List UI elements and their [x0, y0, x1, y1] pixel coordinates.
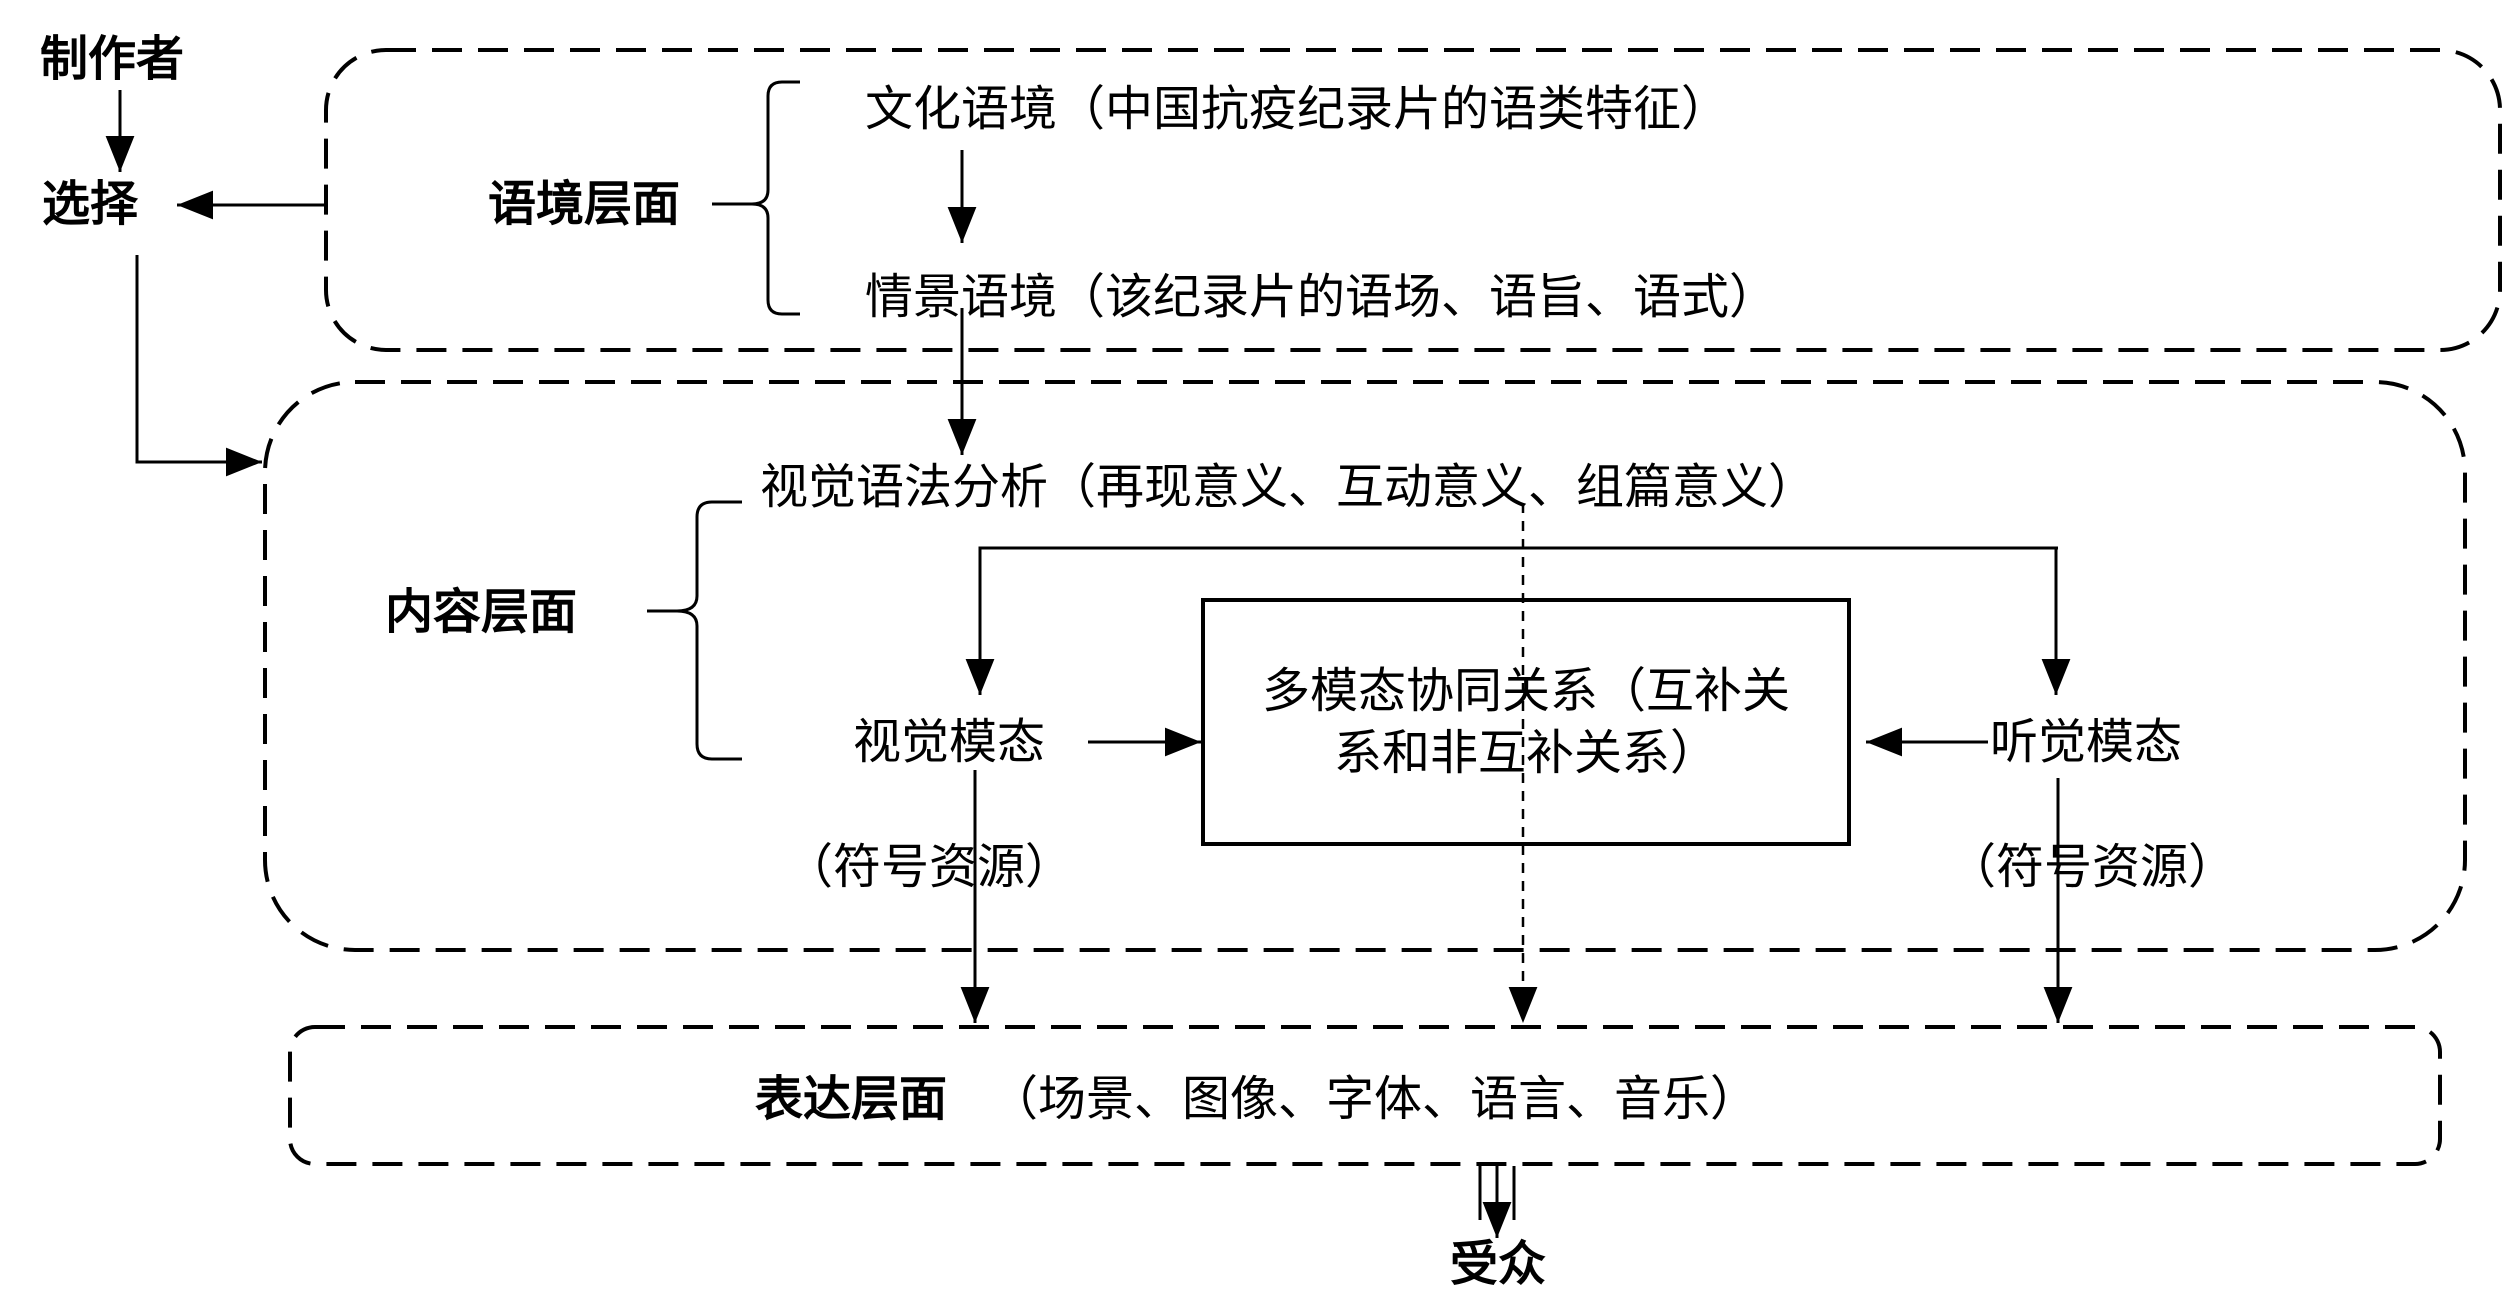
synergy-box-content: 多模态协同关系（互补关系和非互补关系） [1203, 600, 1849, 844]
context-layer-frame [324, 48, 2502, 352]
producer-label: 制作者 [40, 31, 185, 87]
situational-context-text: 情景语境（该纪录片的语场、语旨、语式） [865, 269, 1778, 325]
audience-label: 受众 [1450, 1236, 1547, 1292]
select-label: 选择 [42, 176, 139, 232]
content-layer-label: 内容层面 [385, 584, 578, 640]
arrow-select-to-content [135, 255, 262, 477]
expression-layer-label: 表达层面 [755, 1071, 948, 1127]
synergy-box [1201, 598, 1851, 846]
expression-layer-detail: （场景、图像、字体、语言、音乐） [990, 1071, 1759, 1127]
symbol-resource-left: （符号资源） [785, 839, 1074, 895]
visual-mode-label: 视觉模态 [853, 714, 1046, 770]
arrow-grammar-to-visual-mode [965, 546, 2058, 695]
cultural-context-text: 文化语境（中国抗疫纪录片的语类特征） [865, 81, 1730, 137]
visual-grammar-text: 视觉语法分析（再现意义、互动意义、组篇意义） [760, 459, 1817, 515]
auditory-mode-label: 听觉模态 [1990, 714, 2183, 770]
symbol-resource-right: （符号资源） [1948, 839, 2237, 895]
context-layer-label: 语境层面 [488, 176, 681, 232]
context-brace [751, 80, 800, 316]
synergy-text: 多模态协同关系（互补关系和非互补关系） [1261, 663, 1790, 781]
content-brace [676, 500, 742, 761]
expression-layer-frame [288, 1025, 2442, 1166]
content-layer-frame [263, 380, 2467, 952]
